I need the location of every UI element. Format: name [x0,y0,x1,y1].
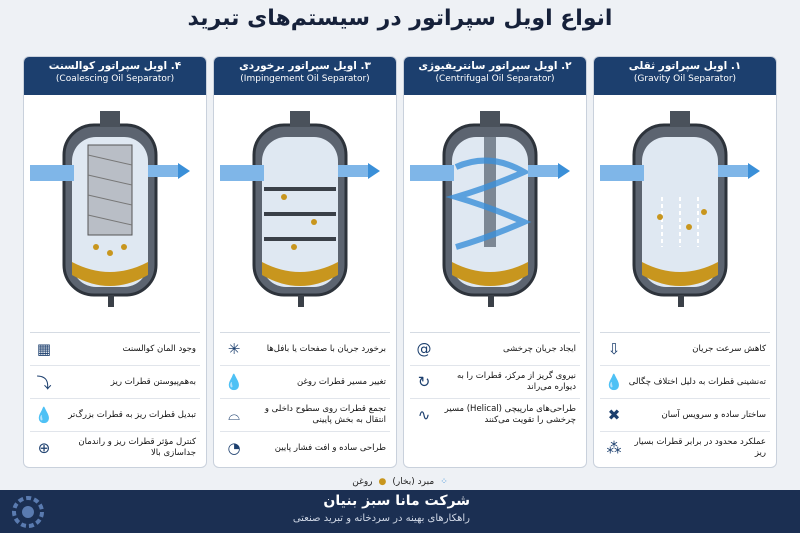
oil-drop-icon: ● [378,477,387,487]
tools-icon: ✖ [607,406,621,424]
panel-title-en: (Impingement Oil Separator) [240,74,370,84]
feature-item: @ایجاد جریان چرخشی [410,333,580,366]
gravity-separator-illustration [594,97,776,329]
feature-item: ∿طراحی‌های مارپیچی (Helical) مسیر چرخشی … [410,399,580,431]
feature-item: ⁂عملکرد محدود در برابر قطرات بسیار ریز [600,432,770,464]
panel-title-fa: ۱. اویل سپراتور ثقلی [628,60,742,72]
panel-header: ۱. اویل سپراتور ثقلی (Gravity Oil Separa… [594,57,776,95]
gear-logo-icon [12,496,44,528]
feature-item: ⌓تجمع قطرات روی سطوح داخلی و انتقال به ب… [220,399,390,432]
company-name: شرکت مانا سبز بنیان [323,493,470,509]
panel-title-en: (Centrifugal Oil Separator) [435,74,555,84]
feature-item: ▦وجود المان کوالسنت [30,333,200,366]
feature-item: ✳برخورد جریان با صفحات یا بافل‌ها [220,333,390,366]
vapor-dots-icon: ⁘ [440,477,448,487]
feature-list: @ایجاد جریان چرخشی ↻نیروی گریز از مرکز، … [410,332,580,463]
page-title: انواع اویل سپراتور در سیستم‌های تبرید [187,6,613,31]
feature-item: 💧تغییر مسیر قطرات روغن [220,366,390,399]
down-arrow-icon: ⇩ [607,340,621,358]
feature-item: ⊕کنترل مؤثر قطرات ریز و راندمان جداسازی … [30,432,200,464]
feature-item: 💧تبدیل قطرات ریز به قطرات بزرگ‌تر [30,399,200,432]
centrifugal-icon: ↻ [417,373,431,391]
panel-title-fa: ۳. اویل سپراتور برخوردی [239,60,371,72]
impingement-separator-illustration [214,97,396,329]
centrifugal-separator-illustration [404,97,586,329]
footer: شرکت مانا سبز بنیان راهکارهای بهینه در س… [0,490,800,533]
feature-item: ⤵به‌هم‌پیوستن قطرات ریز [30,366,200,399]
panel-header: ۲. اویل سپراتور سانتریفیوژی (Centrifugal… [404,57,586,95]
gauge-icon: ◔ [227,439,241,457]
panel-title-fa: ۴. اویل سپراتور کوالسنت [48,60,182,72]
panel-header: ۳. اویل سپراتور برخوردی (Impingement Oil… [214,57,396,95]
mesh-icon: ▦ [36,340,52,358]
droplets-icon: 💧 [604,373,624,391]
feature-list: ✳برخورد جریان با صفحات یا بافل‌ها 💧تغییر… [220,332,390,463]
legend-refrigerant-label: مبرد (بخار) [392,477,435,487]
panel-gravity: ۱. اویل سپراتور ثقلی (Gravity Oil Separa… [593,56,777,468]
collect-icon: ⌓ [228,406,240,424]
merge-icon: ⤵ [36,373,52,392]
feature-item: ⇩کاهش سرعت جریان [600,333,770,366]
panel-coalescing: ۴. اویل سپراتور کوالسنت (Coalescing Oil … [23,56,207,468]
coalescing-separator-illustration [24,97,206,329]
panel-header: ۴. اویل سپراتور کوالسنت (Coalescing Oil … [24,57,206,95]
legend: روغن ● مبرد (بخار) ⁘ [300,472,500,492]
panel-centrifugal: ۲. اویل سپراتور سانتریفیوژی (Centrifugal… [403,56,587,468]
spiral-icon: @ [416,340,432,358]
target-icon: ⊕ [37,439,51,457]
feature-item: ↻نیروی گریز از مرکز، قطرات را به دیواره … [410,366,580,399]
feature-item: ◔طراحی ساده و افت فشار پایین [220,432,390,464]
feature-item: ✖ساختار ساده و سرویس آسان [600,399,770,432]
helix-icon: ∿ [417,406,431,424]
feature-list: ▦وجود المان کوالسنت ⤵به‌هم‌پیوستن قطرات … [30,332,200,463]
company-tagline: راهکارهای بهینه در سردخانه و تبرید صنعتی [292,513,470,524]
panel-title-fa: ۲. اویل سپراتور سانتریفیوژی [418,60,572,72]
legend-oil-label: روغن [352,477,373,487]
impact-icon: ✳ [227,340,241,358]
bigdrop-icon: 💧 [34,406,54,424]
drop-icon: 💧 [224,373,244,391]
panel-title-en: (Coalescing Oil Separator) [55,74,175,84]
feature-list: ⇩کاهش سرعت جریان 💧ته‌نشینی قطرات به دلیل… [600,332,770,463]
feature-item: 💧ته‌نشینی قطرات به دلیل اختلاف چگالی [600,366,770,399]
panel-impingement: ۳. اویل سپراتور برخوردی (Impingement Oil… [213,56,397,468]
dots-icon: ⁂ [606,439,622,457]
panel-title-en: (Gravity Oil Separator) [633,74,737,84]
